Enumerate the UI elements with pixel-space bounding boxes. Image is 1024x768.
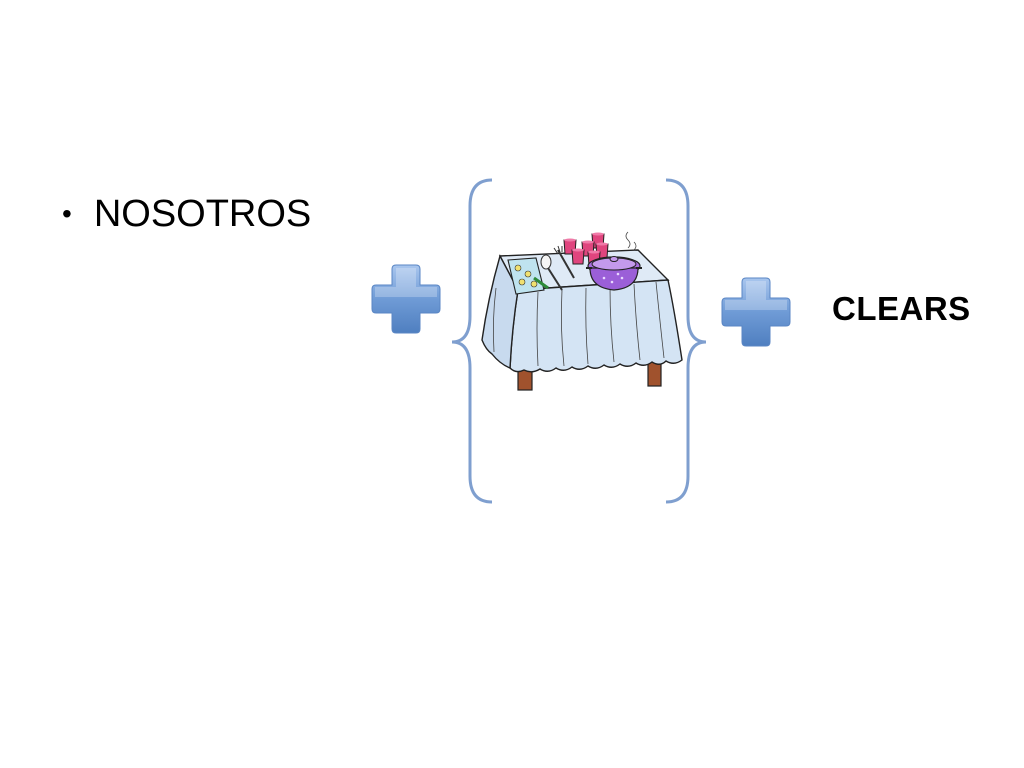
- left-brace-icon: [451, 178, 493, 504]
- bullet-item: • NOSOTROS: [62, 188, 311, 240]
- plus-icon: [371, 264, 441, 334]
- result-word: CLEARS: [832, 290, 971, 327]
- bullet-point: •: [62, 198, 72, 229]
- table-set-with-dishes-icon: [481, 231, 683, 391]
- subject-text: NOSOTROS: [93, 193, 312, 235]
- right-brace-icon: [665, 178, 707, 504]
- plus-icon: [721, 277, 791, 347]
